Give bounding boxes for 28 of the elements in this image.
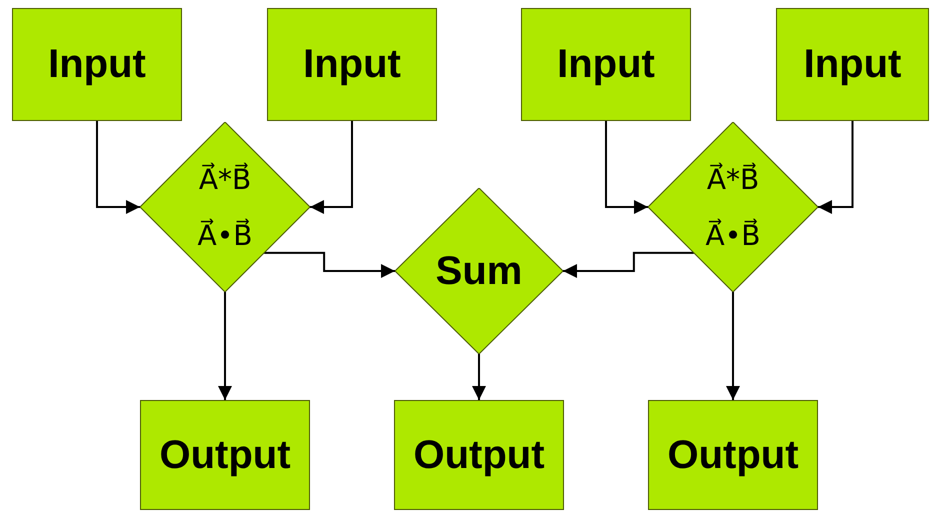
output-box — [140, 400, 310, 510]
arrow — [563, 252, 694, 278]
input-box — [12, 8, 182, 121]
arrow — [310, 121, 353, 214]
formula-label: A⃗•B⃗ — [704, 219, 762, 253]
arrow — [472, 354, 486, 400]
output-box — [648, 400, 818, 510]
formula-label: A⃗*B⃗ — [706, 163, 760, 197]
input-box — [267, 8, 437, 121]
formula-label: A⃗•B⃗ — [196, 219, 254, 253]
output-box — [394, 400, 564, 510]
arrow — [818, 121, 854, 214]
box-label: Input — [804, 42, 902, 87]
box-label: Input — [303, 42, 401, 87]
input-box — [521, 8, 691, 121]
arrow — [726, 292, 740, 400]
box-label: Input — [557, 42, 655, 87]
box-label: Output — [159, 432, 291, 478]
box-label: Output — [413, 432, 545, 478]
formula-label: A⃗*B⃗ — [198, 163, 252, 197]
arrow — [96, 121, 140, 214]
arrow — [264, 252, 395, 278]
arrow — [605, 121, 648, 214]
input-box — [776, 8, 929, 121]
arrow — [218, 292, 232, 400]
box-label: Input — [48, 42, 146, 87]
box-label: Output — [667, 432, 799, 478]
diamond-label: Sum — [434, 248, 524, 295]
